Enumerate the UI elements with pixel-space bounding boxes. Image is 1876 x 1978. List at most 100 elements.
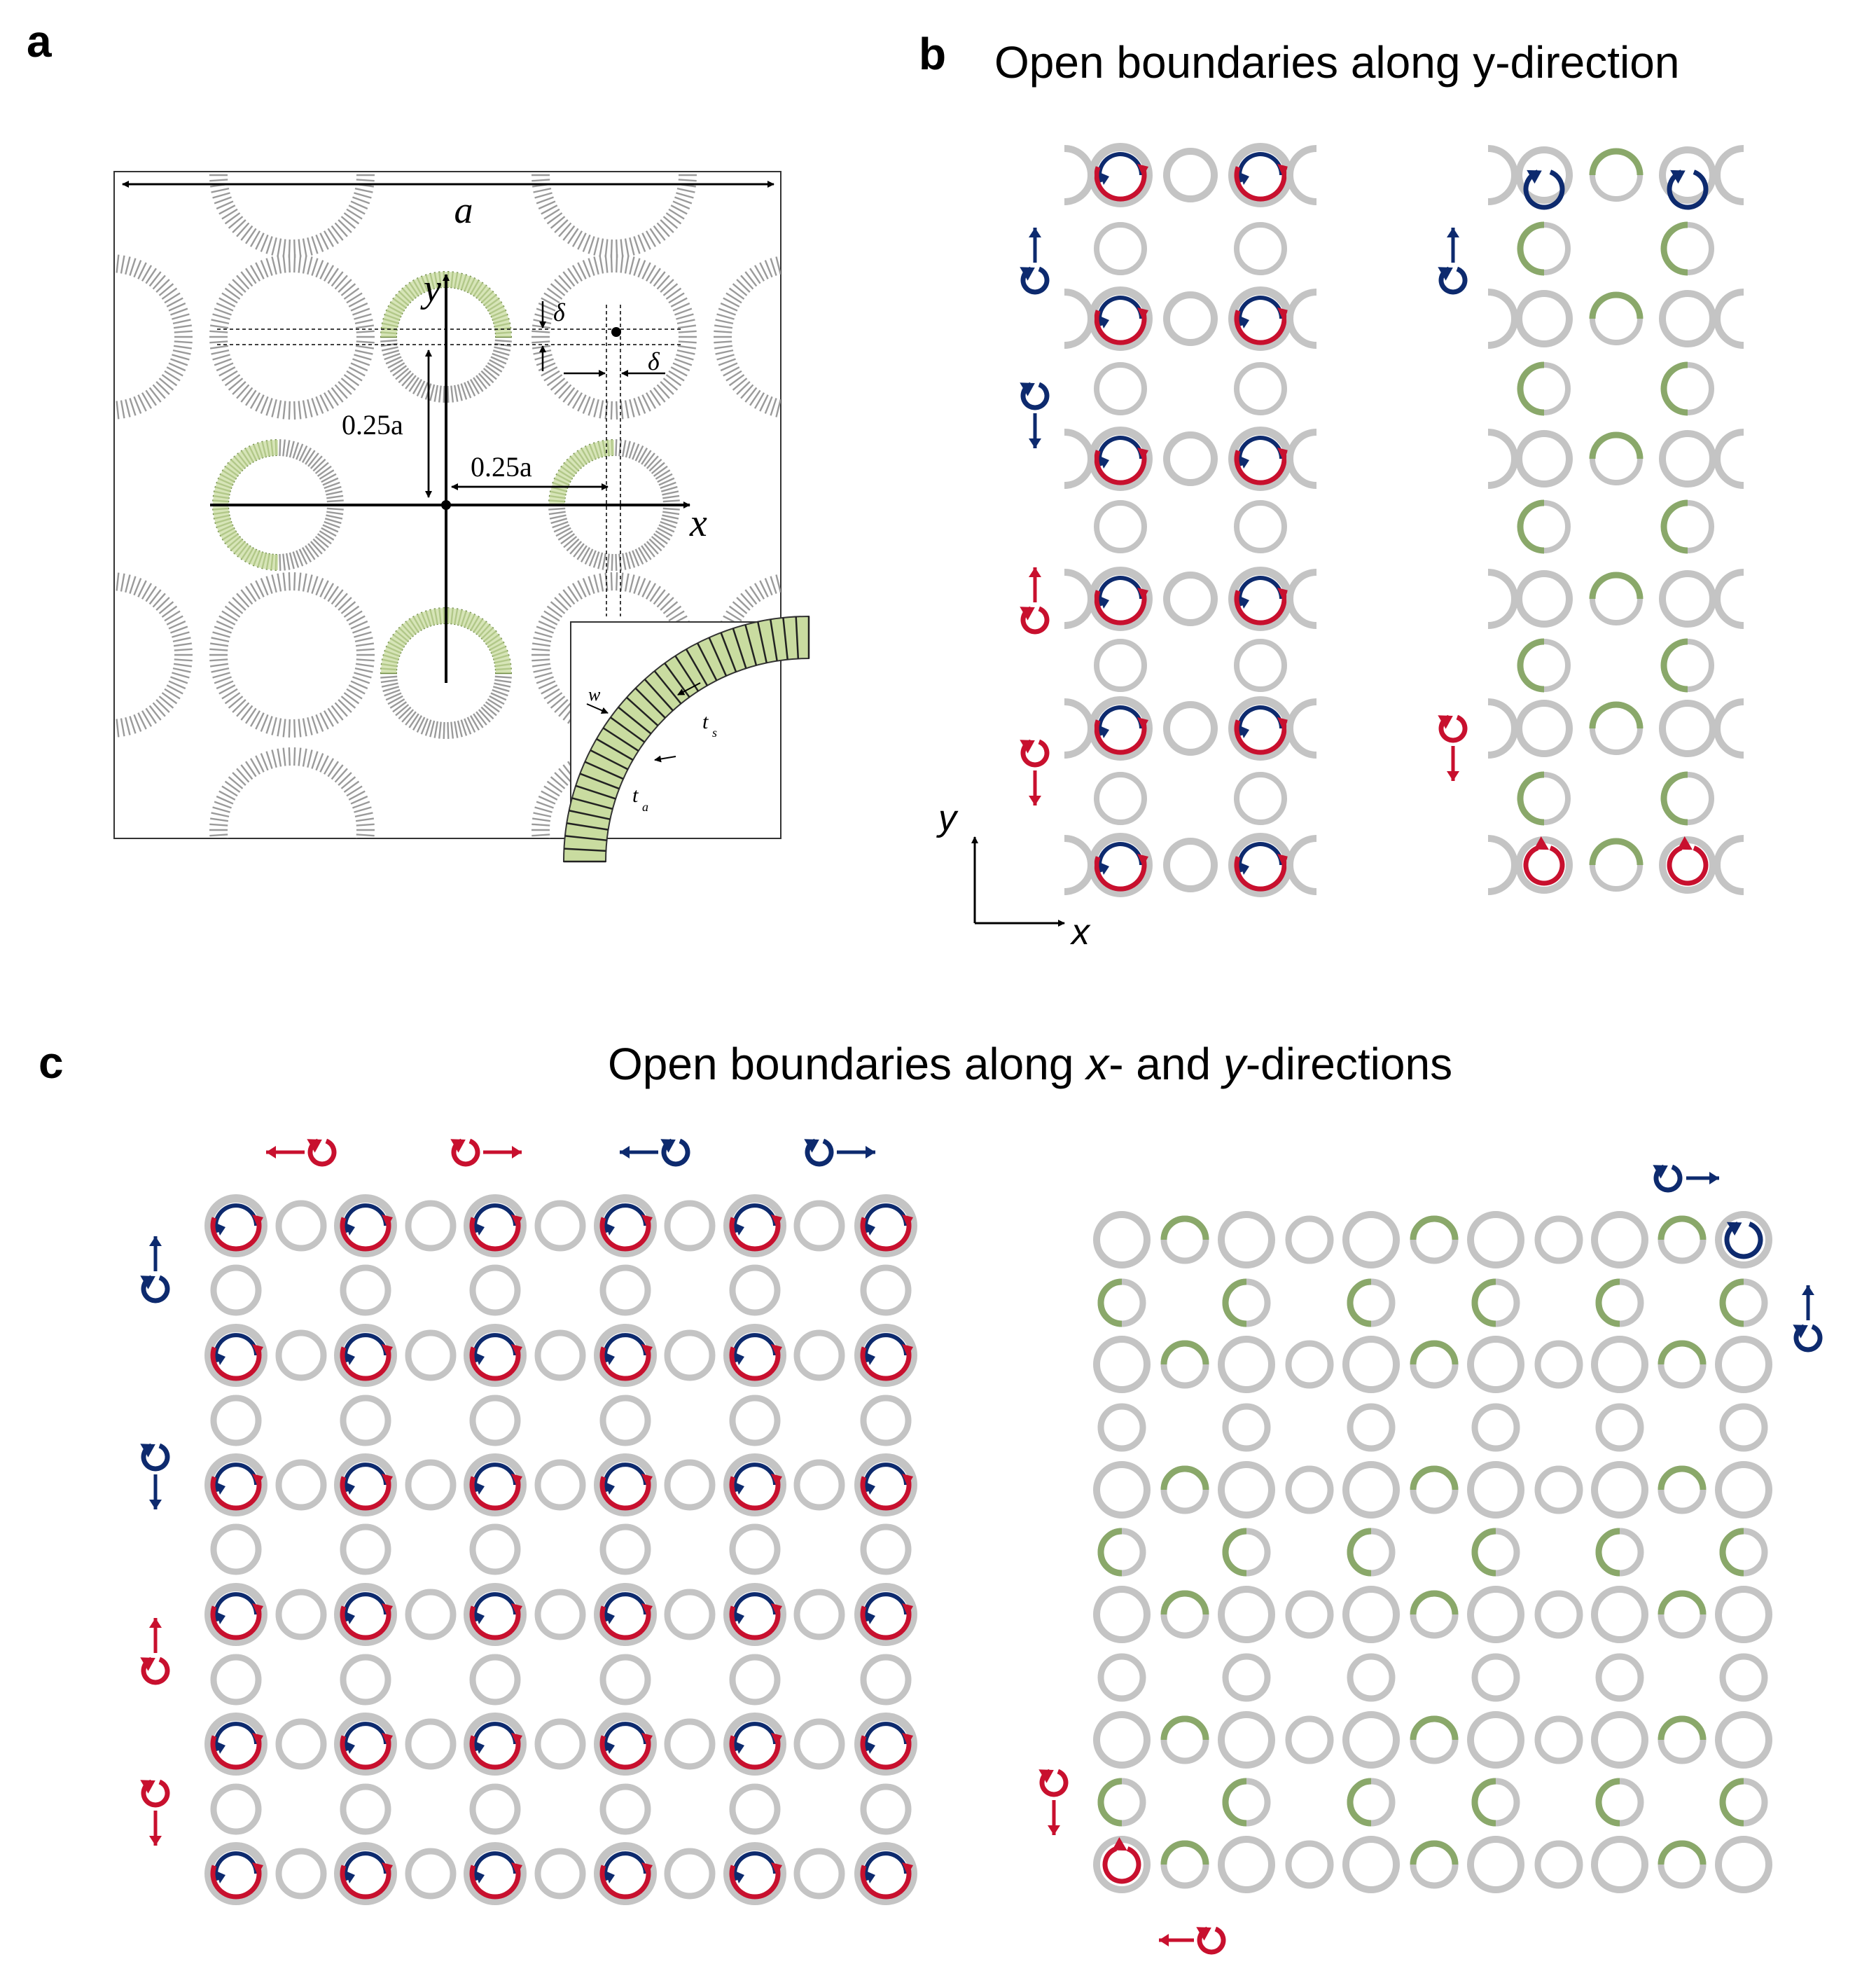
inset-ta-label: t <box>632 784 639 807</box>
ring <box>340 1395 391 1446</box>
ring <box>405 1718 457 1770</box>
ring <box>1285 1465 1334 1514</box>
mode-indicator-icon <box>1020 266 1050 295</box>
dual-mode-ring <box>594 1583 657 1646</box>
mode-indicator-arrow-up-head <box>149 1236 162 1246</box>
ring <box>1234 362 1287 415</box>
ring <box>599 1523 651 1575</box>
ring <box>1218 1461 1275 1519</box>
ring <box>1347 1653 1396 1702</box>
ring-green-arc <box>1517 499 1545 554</box>
dual-mode-ring <box>464 1713 527 1776</box>
ring <box>1342 1836 1400 1893</box>
mode-indicator-icon <box>450 1138 480 1167</box>
ring-green-arc <box>1589 701 1644 729</box>
ring <box>1285 1840 1334 1889</box>
inset-hatch-line <box>579 773 620 790</box>
ring <box>340 1654 391 1706</box>
panel-c-right-lattice <box>1093 1211 1772 1893</box>
ring-green-arc <box>1410 1590 1459 1615</box>
ring <box>793 1200 845 1252</box>
dual-mode-ring <box>723 1194 786 1257</box>
ring <box>599 1654 651 1706</box>
ring-green-arc <box>1589 572 1644 600</box>
panel-c-title-part-3: -directions <box>1245 1039 1453 1089</box>
dual-mode-ring <box>594 1842 657 1905</box>
inset-hatch-line <box>757 621 767 663</box>
dual-mode-ring <box>1088 696 1153 761</box>
inset-hatch-line <box>618 706 652 735</box>
dual-mode-ring <box>1088 833 1153 897</box>
ring <box>1218 1336 1275 1393</box>
ring <box>1347 1403 1396 1452</box>
dual-mode-ring <box>594 1324 657 1387</box>
inset-hatch-line <box>696 642 718 682</box>
ring-green-arc <box>1595 1278 1620 1327</box>
ring <box>793 1718 845 1770</box>
ring <box>534 1329 586 1381</box>
ring-green-arc <box>1660 499 1688 554</box>
ring-partial-left <box>1487 698 1518 759</box>
ring-green-arc <box>1517 638 1545 693</box>
inset-hatch-line <box>596 738 634 761</box>
ring <box>469 1783 521 1835</box>
ring-green-arc <box>1658 1840 1707 1865</box>
dual-mode-ring <box>723 1324 786 1387</box>
panel-b: yx <box>936 143 1744 953</box>
mode-indicator-arrow-left-head <box>1159 1934 1169 1946</box>
ring <box>1218 1711 1275 1769</box>
lattice-ring-large <box>531 254 697 420</box>
ring <box>1715 1211 1772 1268</box>
ring-partial-left <box>1064 569 1095 629</box>
inset-hatch-line <box>567 822 609 831</box>
ring <box>664 1589 716 1640</box>
ring <box>1534 1590 1583 1639</box>
ring <box>1234 500 1287 553</box>
ring <box>210 1264 262 1316</box>
ring <box>1467 1461 1524 1519</box>
ring <box>1342 1711 1400 1769</box>
delta-y-label: δ <box>553 298 566 326</box>
panel-b-title: Open boundaries along y-direction <box>994 37 1680 88</box>
corner-mode-red <box>1667 836 1709 886</box>
ring <box>860 1395 912 1446</box>
panel-c-title-x: x <box>1086 1039 1109 1089</box>
ring-partial-right <box>1714 698 1744 759</box>
mode-indicator-icon <box>1038 1769 1069 1797</box>
inset-hatch-line <box>564 835 607 841</box>
corner-mode-red <box>1102 1837 1141 1884</box>
lattice-ring-large <box>531 174 697 258</box>
ring <box>664 1718 716 1770</box>
inset-hatch-line <box>590 749 629 770</box>
ring <box>1097 1403 1146 1452</box>
ring <box>534 1718 586 1770</box>
ring <box>729 1654 781 1706</box>
ring <box>275 1459 327 1511</box>
ring-partial-right <box>1286 289 1317 349</box>
ring-green-arc <box>1410 1465 1459 1491</box>
ring <box>405 1589 457 1640</box>
ring <box>1515 700 1573 757</box>
ring-green-arc <box>1097 1528 1123 1577</box>
ring <box>793 1329 845 1381</box>
ring <box>1719 1653 1768 1702</box>
inset-hatch-line <box>584 761 624 780</box>
lattice-ring-large <box>116 572 193 738</box>
ring <box>340 1783 391 1835</box>
ring <box>1534 1215 1583 1264</box>
ring <box>1659 290 1716 347</box>
ring <box>405 1329 457 1381</box>
ring <box>1534 1715 1583 1764</box>
ring <box>1659 836 1716 894</box>
ring <box>1218 1836 1275 1893</box>
ring <box>1715 1336 1772 1393</box>
ring <box>1342 1211 1400 1268</box>
ring <box>1715 1836 1772 1893</box>
mode-indicator-arrow-right-head <box>512 1146 522 1159</box>
ring-green-arc <box>1410 1840 1459 1865</box>
inset-hatch-line <box>610 717 646 743</box>
ring <box>1093 1461 1151 1519</box>
mode-indicator-arrow-up-head <box>1802 1285 1814 1295</box>
ring-green-arc <box>1347 1778 1372 1827</box>
ring-green-arc <box>1589 431 1644 459</box>
